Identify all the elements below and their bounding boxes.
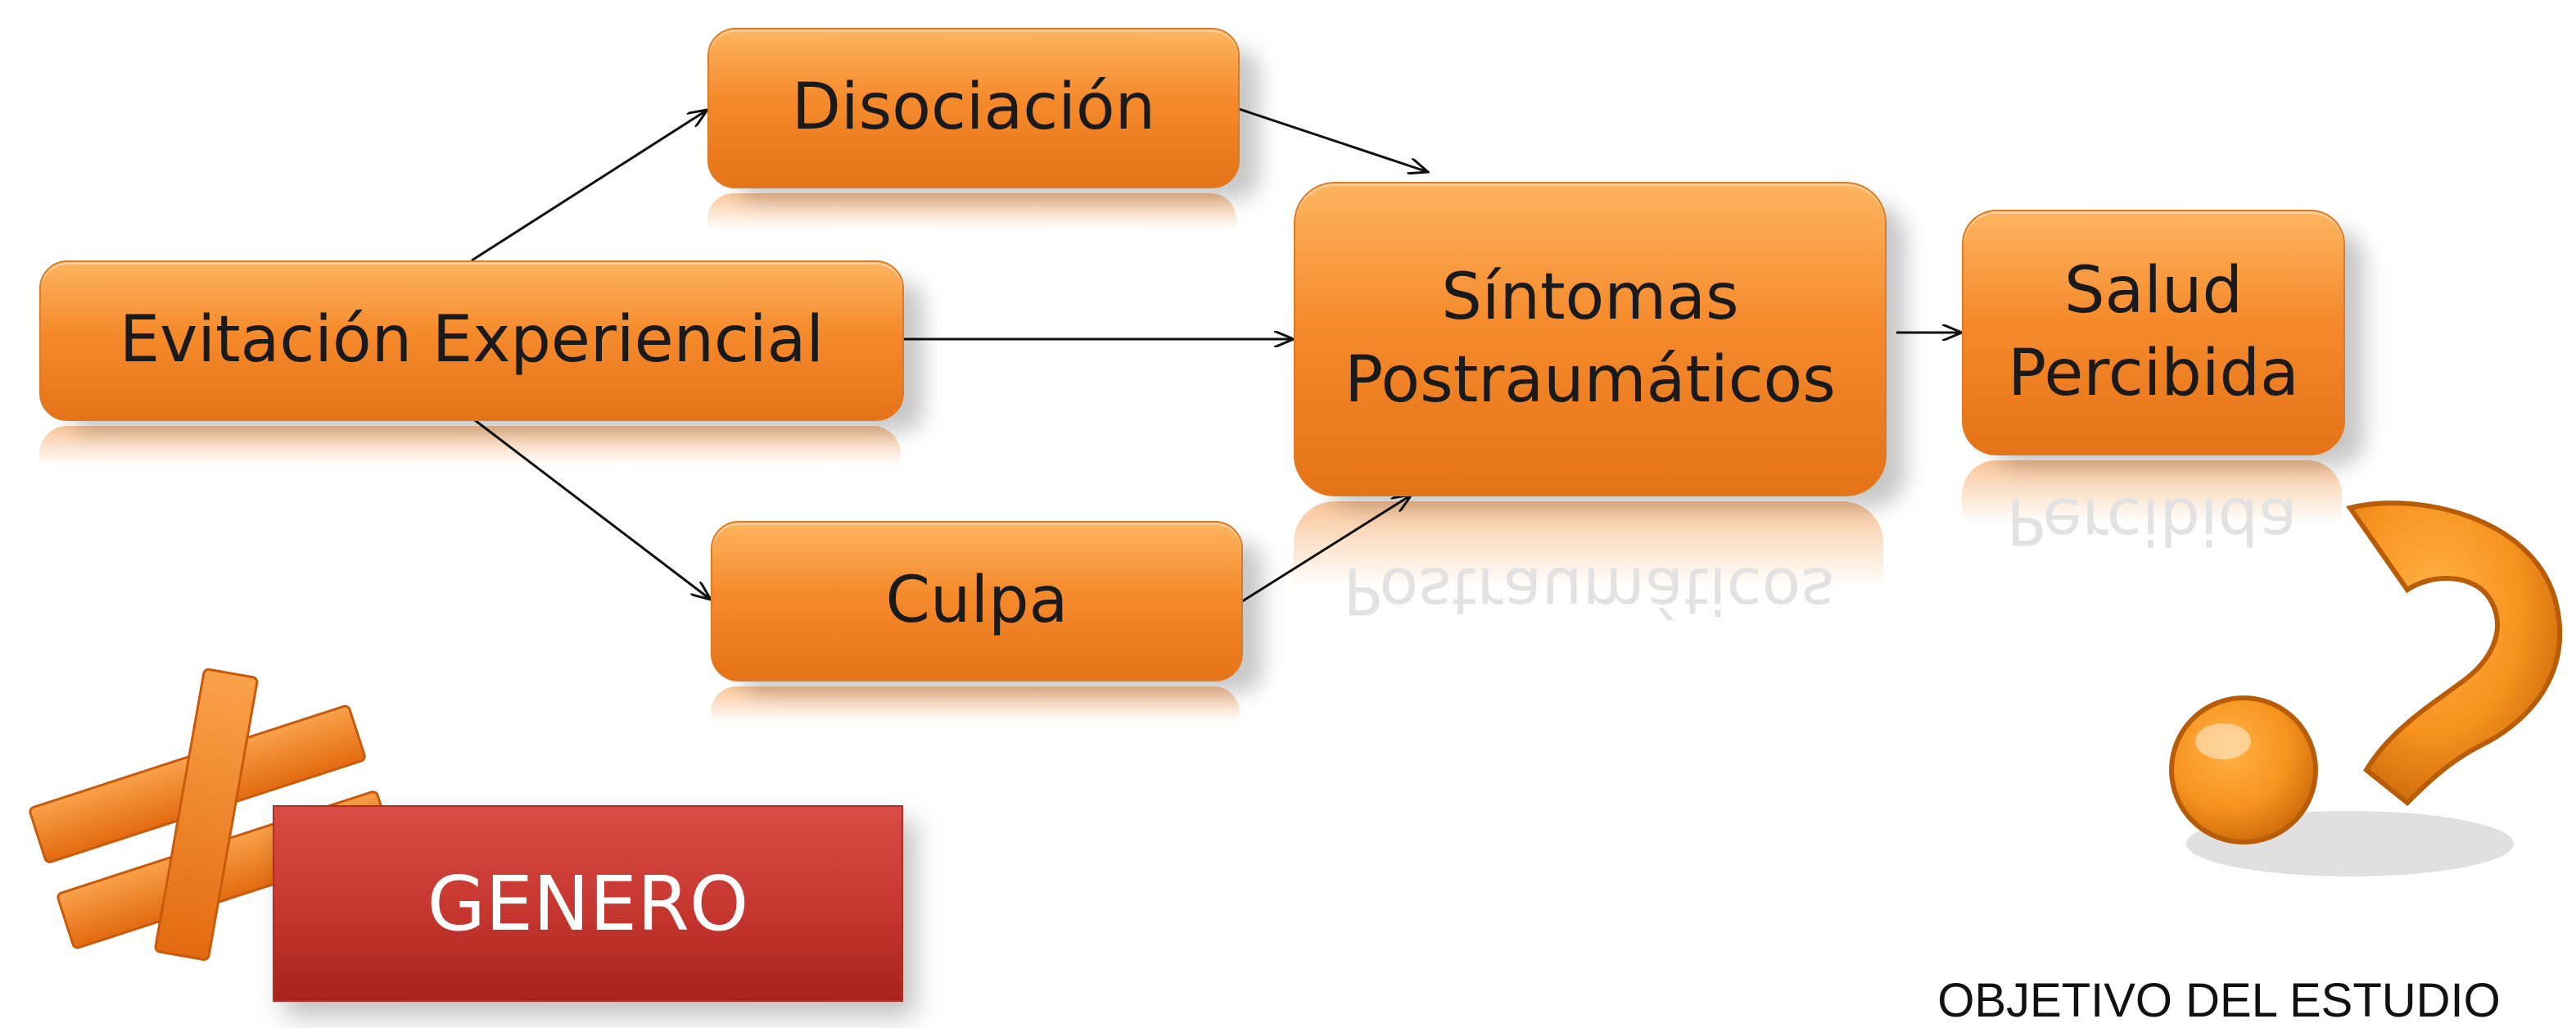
edge-evitacion-disociacion — [471, 110, 707, 262]
question-mark-icon — [2169, 500, 2563, 876]
node-evitacion-experiencial: Evitación Experiencial — [39, 260, 904, 421]
node-evitacion-label: Evitación Experiencial — [119, 303, 825, 378]
disociacion-reflection — [707, 193, 1236, 246]
node-sintomas-label-line1: Síntomas — [1441, 260, 1739, 334]
genero-box: GENERO — [273, 805, 903, 1002]
node-salud-label-line1: Salud — [2064, 253, 2243, 328]
node-sintomas-postraumaticos: Síntomas Postraumáticos — [1294, 182, 1887, 496]
node-disociacion: Disociación — [707, 28, 1240, 188]
evitacion-reflection — [39, 426, 901, 483]
node-culpa-label: Culpa — [885, 564, 1069, 638]
salud-reflection — [1962, 460, 2342, 550]
node-culpa: Culpa — [711, 521, 1243, 682]
objetivo-label: OBJETIVO DEL ESTUDIO — [1937, 974, 2501, 1027]
sintomas-reflection-text: Postraumáticos — [1343, 557, 1834, 623]
node-salud-percibida: Salud Percibida — [1962, 210, 2345, 455]
node-salud-label-line2: Percibida — [2008, 337, 2299, 410]
genero-label: GENERO — [427, 859, 749, 948]
node-sintomas-label-line2: Postraumáticos — [1344, 343, 1836, 417]
edge-disociacion-sintomas — [1236, 106, 1428, 172]
culpa-reflection — [711, 686, 1240, 739]
node-disociacion-label: Disociación — [791, 70, 1156, 145]
